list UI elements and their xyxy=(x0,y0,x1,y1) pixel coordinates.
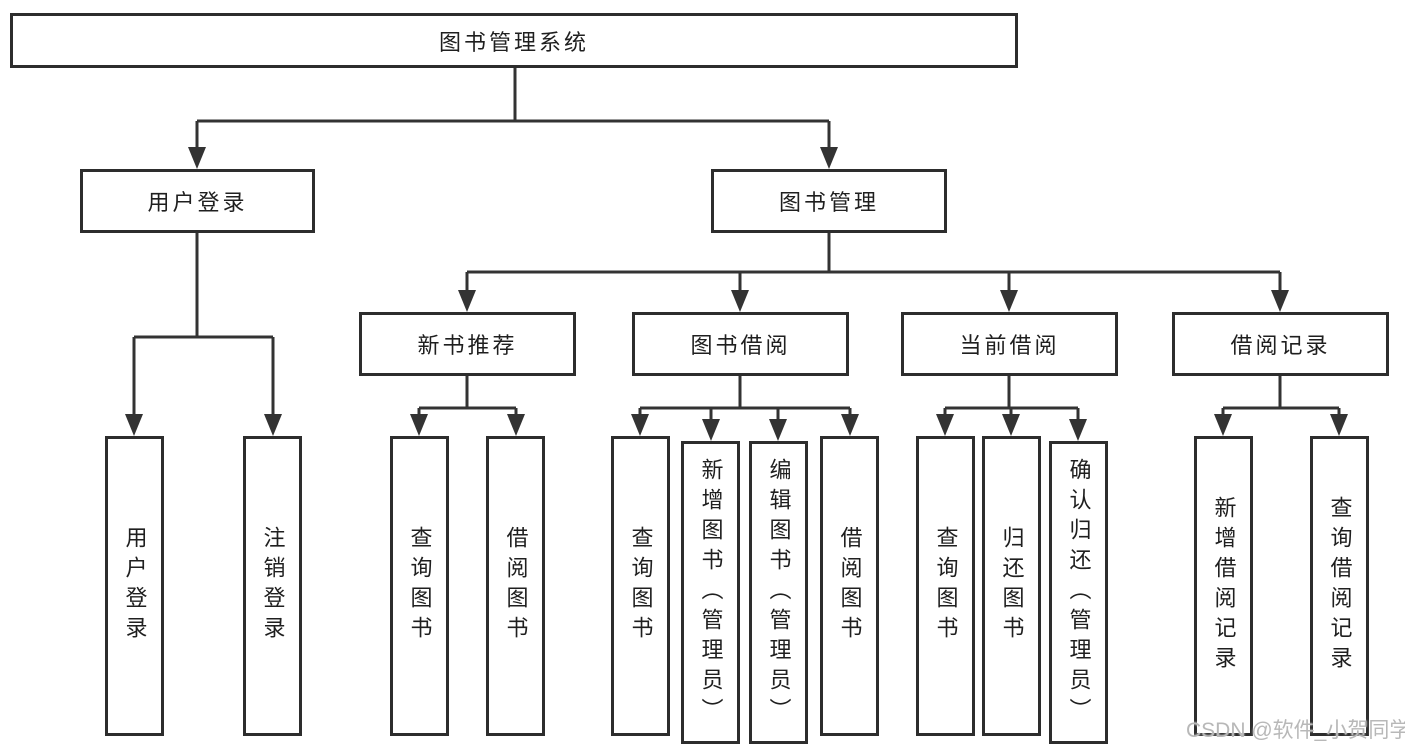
arrowhead-leaf-nb-borrow xyxy=(507,414,525,436)
arrowhead-current-borrow xyxy=(1000,290,1018,312)
node-new-book-recommend: 新书推荐 xyxy=(359,312,576,376)
node-borrowing-records: 借阅记录 xyxy=(1172,312,1389,376)
arrowhead-leaf-br-add xyxy=(1214,414,1232,436)
leaf-borrowing-add-books-admin: 新增图书（管理员） xyxy=(681,441,740,744)
connector-borrowrecords-to-leaves xyxy=(1221,376,1341,418)
arrowhead-book-mgmt xyxy=(820,147,838,169)
arrowhead-leaf-bb-query xyxy=(631,414,649,436)
leaf-current-confirm-return-admin: 确认归还（管理员） xyxy=(1049,441,1108,744)
arrowhead-leaf-user-login xyxy=(125,414,143,436)
leaf-user-login: 用户登录 xyxy=(105,436,164,736)
arrowhead-leaf-cb-query xyxy=(936,414,954,436)
connector-root-to-level2 xyxy=(195,68,831,151)
leaf-newbooks-query-books: 查询图书 xyxy=(390,436,449,736)
node-book-management: 图书管理 xyxy=(711,169,947,233)
connector-currentborrow-to-leaves xyxy=(943,376,1080,423)
arrowhead-leaf-bb-edit xyxy=(769,419,787,441)
node-root-system: 图书管理系统 xyxy=(10,13,1018,68)
leaf-current-query-books: 查询图书 xyxy=(916,436,975,736)
leaf-current-return-books: 归还图书 xyxy=(982,436,1041,736)
arrowhead-leaf-cb-return xyxy=(1002,414,1020,436)
leaf-logout: 注销登录 xyxy=(243,436,302,736)
arrowhead-leaf-bb-add xyxy=(702,419,720,441)
arrowhead-leaf-nb-query xyxy=(410,414,428,436)
arrowhead-new-books xyxy=(458,290,476,312)
arrowhead-leaf-cb-confirm xyxy=(1069,419,1087,441)
connector-bookmgmt-to-level3 xyxy=(465,233,1282,294)
arrowhead-leaf-bb-borrow xyxy=(841,414,859,436)
leaf-records-add-borrow-record: 新增借阅记录 xyxy=(1194,436,1253,736)
connector-newbooks-to-leaves xyxy=(417,376,518,418)
arrowhead-leaf-logout xyxy=(264,414,282,436)
csdn-watermark: CSDN @软件_小贺同学 xyxy=(1186,719,1405,742)
arrowhead-user-login xyxy=(188,147,206,169)
connector-bookborrow-to-leaves xyxy=(638,376,852,423)
leaf-records-query-borrow-record: 查询借阅记录 xyxy=(1310,436,1369,736)
node-current-borrowing: 当前借阅 xyxy=(901,312,1118,376)
leaf-borrowing-borrow-books: 借阅图书 xyxy=(820,436,879,736)
arrowhead-book-borrow xyxy=(731,290,749,312)
leaf-borrowing-edit-books-admin: 编辑图书（管理员） xyxy=(749,441,808,744)
connector-userlogin-to-leaves xyxy=(132,233,275,418)
leaf-newbooks-borrow-books: 借阅图书 xyxy=(486,436,545,736)
node-user-login: 用户登录 xyxy=(80,169,315,233)
node-book-borrowing: 图书借阅 xyxy=(632,312,849,376)
arrowhead-borrow-records xyxy=(1271,290,1289,312)
arrowhead-leaf-br-query xyxy=(1330,414,1348,436)
leaf-borrowing-query-books: 查询图书 xyxy=(611,436,670,736)
